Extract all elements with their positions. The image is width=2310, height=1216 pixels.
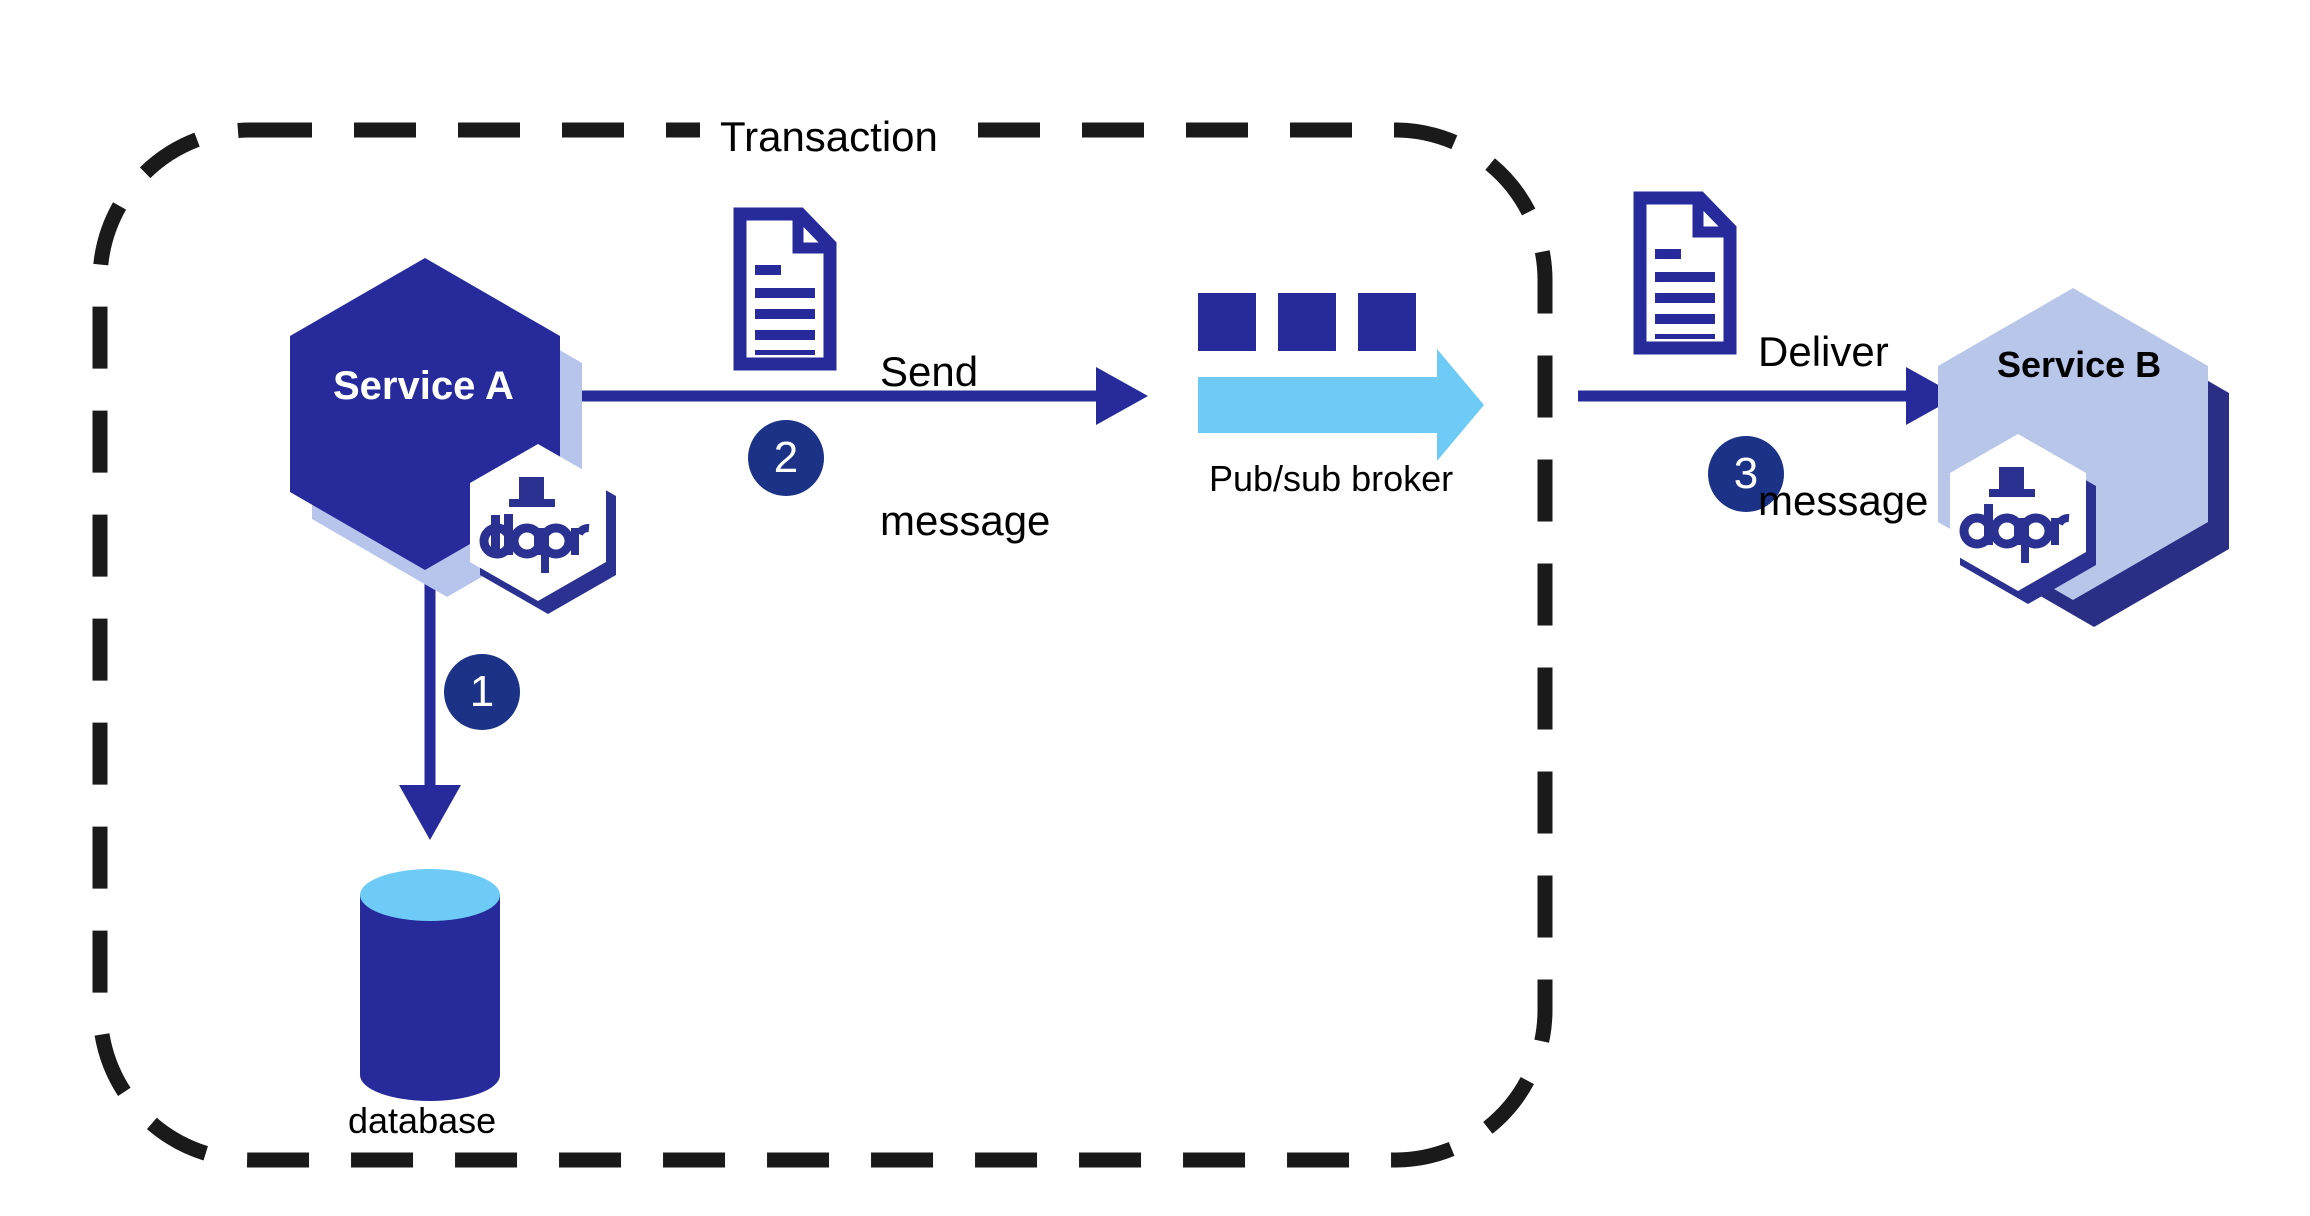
pubsub-square-2 [1278,293,1336,351]
dapr-wordmark-a [479,477,590,573]
step-badge-3[interactable] [1708,436,1784,512]
service-a-dapr-badge[interactable] [470,444,616,614]
dapr-badge-a-hexagon [470,444,606,601]
send-message-icon [733,207,837,371]
database-node[interactable] [360,869,500,1101]
send-message-line-1: Send [880,348,979,396]
dapr-badge-b-hexagon [1950,434,2086,591]
send-message-label: Send message [880,248,1050,644]
dapr-wordmark-b [1959,467,2070,563]
database-cylinder-body [360,895,500,1101]
step-badge-2[interactable] [748,420,824,496]
pubsub-broker-label: Pub/sub broker [1209,458,1454,499]
service-b-dapr-badge[interactable] [1950,434,2096,604]
service-a-label: Service A [333,364,514,408]
send-message-line-2: message [880,496,1051,544]
step-badge-1[interactable] [444,654,520,730]
arrow-service-a-to-pubsub [545,367,1148,425]
deliver-message-line-1: Deliver [1758,328,1889,376]
arrow-pubsub-to-service-b [1578,367,1958,425]
pubsub-square-1 [1198,293,1256,351]
transaction-boundary-label: Transaction [720,113,938,160]
step-badge-3-number: 3 [1733,449,1759,498]
pubsub-broker-node[interactable] [1198,293,1484,461]
deliver-message-label: Deliver message [1758,228,1928,624]
database-cylinder-top [360,869,500,921]
pubsub-arrow [1198,349,1484,461]
database-label: database [348,1100,497,1141]
deliver-message-line-2: message [1758,476,1929,524]
deliver-message-icon [1633,191,1737,355]
step-badge-1-number: 1 [469,667,495,716]
pubsub-square-3 [1358,293,1416,351]
step-badge-2-number: 2 [773,433,799,482]
service-b-label: Service B [1997,344,2162,385]
